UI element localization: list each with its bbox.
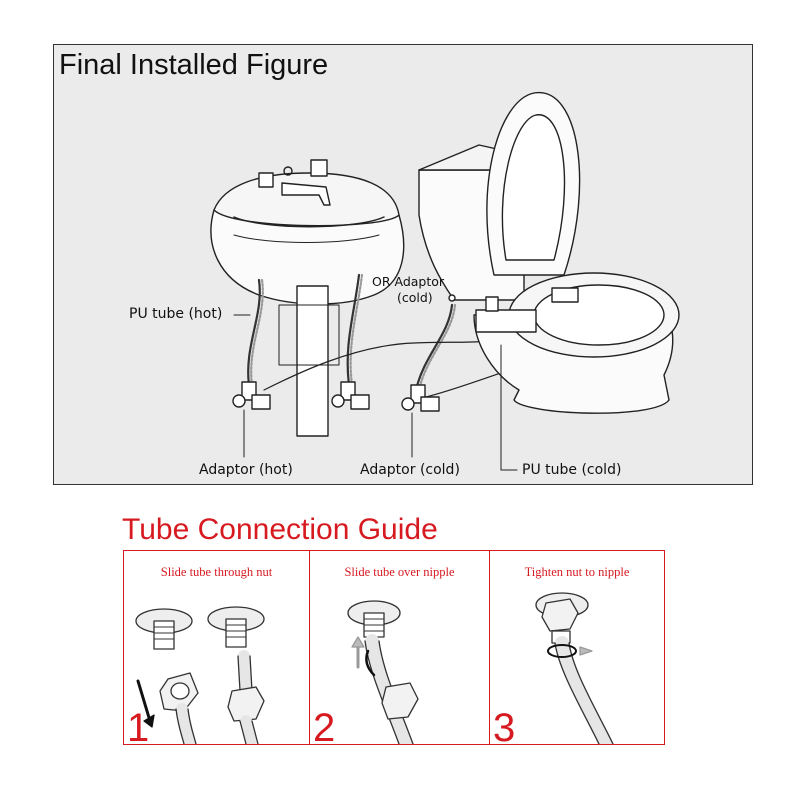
step-3-number: 3 <box>493 706 516 744</box>
label-or-adaptor: OR Adaptor <box>372 274 445 289</box>
step-3-illustration <box>535 592 614 744</box>
step-3-panel: Tighten nut to nipple 3 <box>490 551 664 744</box>
step-2-panel: Slide tube over nipple 2 <box>310 551 490 744</box>
tube-connection-steps: Slide tube through nut 1 Slide tube over… <box>123 550 665 745</box>
step-2-number: 2 <box>313 706 336 744</box>
step-2-illustration <box>347 600 419 744</box>
label-pu-tube-hot: PU tube (hot) <box>129 306 223 322</box>
label-adaptor-cold: Adaptor (cold) <box>360 462 460 478</box>
angle-valves <box>232 381 440 412</box>
step-1-panel: Slide tube through nut 1 <box>124 551 310 744</box>
label-or-adaptor-cold: (cold) <box>397 290 433 305</box>
toilet-drawing <box>418 92 680 414</box>
step-1-caption: Slide tube through nut <box>160 565 273 579</box>
step-1-illustration <box>135 606 265 744</box>
installation-drawing <box>210 92 680 471</box>
final-installed-figure-panel: Final Installed Figure <box>53 44 753 485</box>
step-1-number: 1 <box>127 706 150 744</box>
label-adaptor-hot: Adaptor (hot) <box>199 462 293 478</box>
step-3-caption: Tighten nut to nipple <box>524 565 630 579</box>
braided-hoses <box>247 273 457 392</box>
callout-lines <box>233 314 518 471</box>
guide-title: Tube Connection Guide <box>122 513 438 546</box>
step-2-caption: Slide tube over nipple <box>344 565 455 579</box>
figure-title: Final Installed Figure <box>59 49 329 81</box>
label-pu-tube-cold: PU tube (cold) <box>522 462 622 478</box>
